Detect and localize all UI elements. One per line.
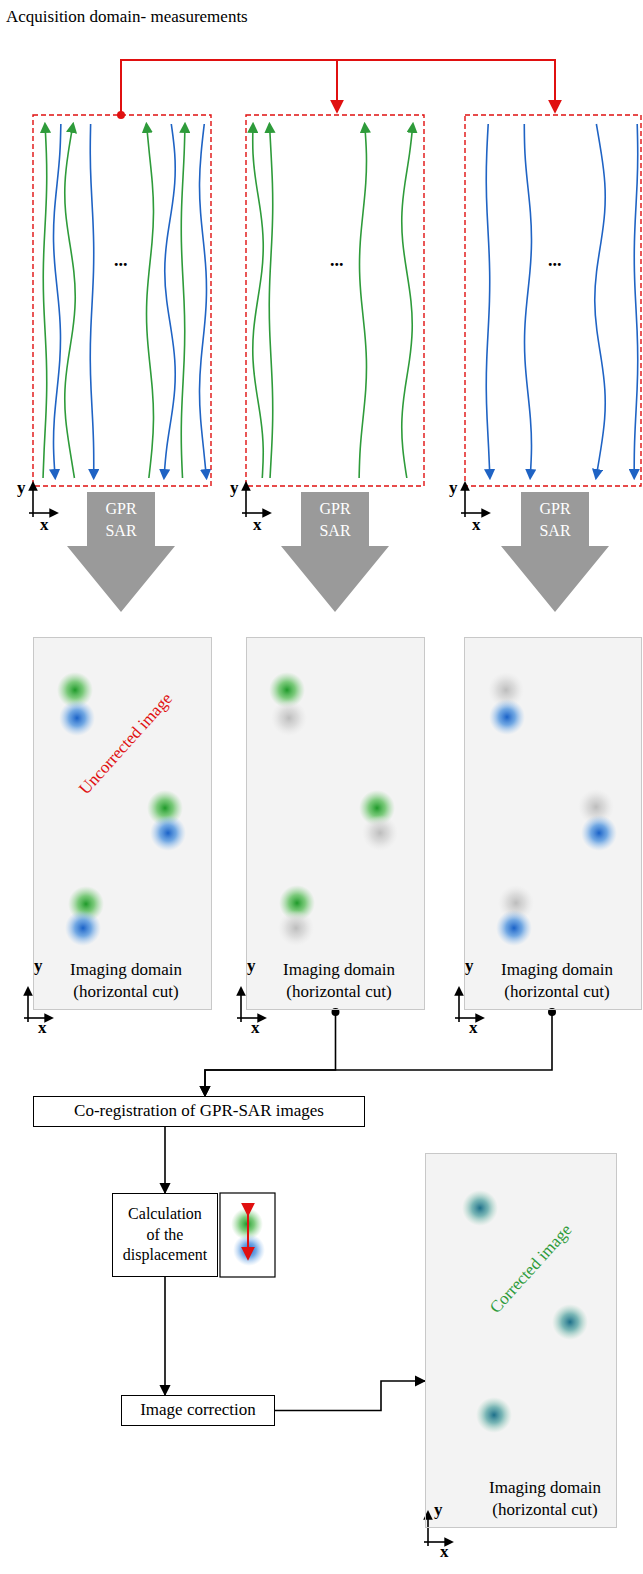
box-text: Image correction [140,1399,256,1421]
axis-label: y [17,478,26,498]
axis-arrow [461,512,489,514]
axis-arrow [27,988,29,1022]
flow-connector [205,1010,336,1096]
target-blob [65,910,101,946]
target-blobs [57,672,617,1433]
image-panel: Imaging domain (horizontal cut) [246,637,425,1010]
axis-label: y [434,1500,443,1520]
target-blob [476,1397,512,1433]
axis-arrows [24,483,489,1546]
panel-caption: Imaging domain (horizontal cut) [487,959,627,1003]
axis-arrow [464,483,466,517]
axis-label: x [38,1018,47,1038]
axis-arrow [240,988,242,1022]
acquisition-panel [33,115,641,486]
process-arrow: GPR SAR [67,492,175,612]
scan-track [181,124,185,478]
axis-arrow [427,1512,429,1546]
box-text: Calculation of the displacement [120,1204,210,1266]
arrow-shape [501,492,609,612]
axis-label: x [40,515,49,535]
panel-caption: Imaging domain (horizontal cut) [476,1477,614,1521]
scan-track [200,124,207,478]
image-title: Uncorrected image [65,678,187,810]
flow-connector [164,1277,166,1395]
scan-track [164,124,175,478]
target-blob [271,700,307,736]
axis-label: y [34,956,43,976]
scan-track [402,124,413,478]
flow-connector [164,1127,166,1193]
axis-label: y [247,956,256,976]
flow-connector [275,1381,425,1411]
axis-arrow [29,512,57,514]
target-blob [489,699,525,735]
arrow-shape [281,492,389,612]
image-ground [33,637,642,1528]
image-panel: Corrected imageImaging domain (horizonta… [425,1153,617,1528]
panel-caption: Imaging domain (horizontal cut) [56,959,196,1003]
target-blob [581,815,617,851]
displacement-icon [220,1193,275,1277]
scan-track [359,124,366,478]
ellipsis-mark: ... [114,250,128,271]
axis-label: x [253,515,262,535]
process-box: Co-registration of GPR-SAR images [33,1096,365,1127]
scan-track [634,124,638,478]
flow-connector [205,1010,552,1096]
scan-track [65,124,75,478]
section-title: Acquisition domain- measurements [6,7,248,27]
axis-arrow [242,512,270,514]
box-text: Co-registration of GPR-SAR images [74,1100,324,1122]
process-box: Calculation of the displacement [112,1193,218,1277]
image-panel: Uncorrected imageImaging domain (horizon… [33,637,212,1010]
image-panel: Imaging domain (horizontal cut) [464,637,642,1010]
axis-label: x [251,1018,260,1038]
arrow-shape [67,492,175,612]
target-blob [362,815,398,851]
red-link [117,60,555,119]
scan-track [269,124,272,478]
scan-track [90,124,94,478]
axis-label: x [472,515,481,535]
axis-label: y [465,956,474,976]
scan-track [146,124,153,478]
arrow-text: GPR SAR [521,498,589,543]
process-arrow: GPR SAR [501,492,609,612]
target-blob [462,1190,498,1226]
axis-arrow [245,483,247,517]
process-arrow: GPR SAR [281,492,389,612]
arrow-text: GPR SAR [87,498,155,543]
axis-label: x [469,1018,478,1038]
scan-track [486,124,490,478]
scan-tracks [43,124,638,478]
axis-label: y [230,478,239,498]
scan-track [54,124,61,478]
axis-arrow [458,988,460,1022]
target-blob [552,1304,588,1340]
ellipsis-mark: ... [548,250,562,271]
scan-track [253,124,264,478]
target-blob [59,700,95,736]
target-blob [496,910,532,946]
image-title: Corrected image [470,1203,592,1335]
scan-track [595,124,605,478]
scan-track [43,124,47,478]
arrow-text: GPR SAR [301,498,369,543]
target-blob [150,815,186,851]
axis-label: y [449,478,458,498]
axis-label: x [440,1542,449,1562]
scan-track [524,124,531,478]
target-blob [278,910,314,946]
ellipsis-mark: ... [330,250,344,271]
panel-caption: Imaging domain (horizontal cut) [269,959,409,1003]
axis-arrow [32,483,34,517]
process-box: Image correction [121,1395,275,1426]
